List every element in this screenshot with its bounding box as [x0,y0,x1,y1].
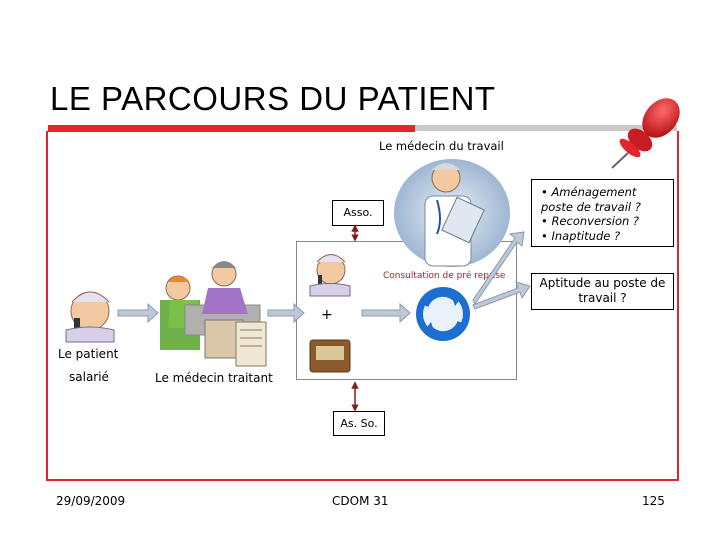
plus-sign: + [321,307,333,323]
arrow-patient-to-doctor [117,302,159,324]
arrow-to-aptitude [472,281,531,310]
arrow-to-recycle [361,302,411,324]
title-underline-red [48,125,415,132]
consultation-label: Consultation de pré reprise [383,271,506,281]
arrow-to-bullets [472,231,525,305]
occupational-doctor-icon [394,159,510,267]
footer-center: CDOM 31 [332,494,389,508]
push-pin-icon [611,98,680,169]
bullet-reconversion: • Reconversion ? [541,214,640,228]
footer-page-number: 125 [642,494,665,508]
aptitude-box: Aptitude au poste de travail ? [531,273,674,310]
medecin-traitant-label: Le médecin traitant [155,371,273,385]
slide-title: LE PARCOURS DU PATIENT [50,80,496,117]
arrow-doctor-to-consultation [267,302,305,324]
patient-label: Le patient [58,347,119,361]
flow-arrows [117,231,531,324]
outcomes-bullets-box: • Aménagement poste de travail ? • Recon… [531,179,674,247]
patient-icon [65,291,115,343]
patient-small-icon [309,254,351,297]
asso-box: Asso. [332,200,384,226]
footer-date: 29/09/2009 [56,494,126,508]
as-so-box: As. So. [333,411,385,436]
title-underline-grey [415,125,677,131]
bullet-amenagement: • Aménagement poste de travail ? [541,185,641,214]
medecin-travail-label: Le médecin du travail [379,139,504,153]
salarie-label: salarié [69,370,109,384]
folder-icon [309,339,351,373]
recycle-arrows-icon [416,287,470,341]
treating-doctor-scene-icon [160,261,267,367]
bullet-inaptitude: • Inaptitude ? [541,228,621,243]
content-frame [46,131,679,481]
